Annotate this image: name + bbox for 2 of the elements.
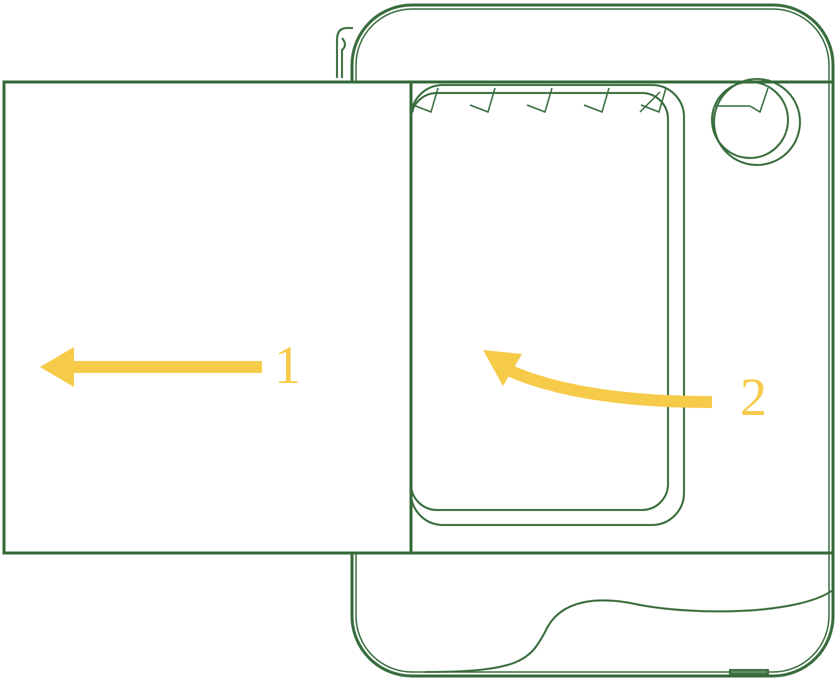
step-number: 1 — [274, 338, 301, 392]
step-number: 2 — [740, 370, 767, 424]
